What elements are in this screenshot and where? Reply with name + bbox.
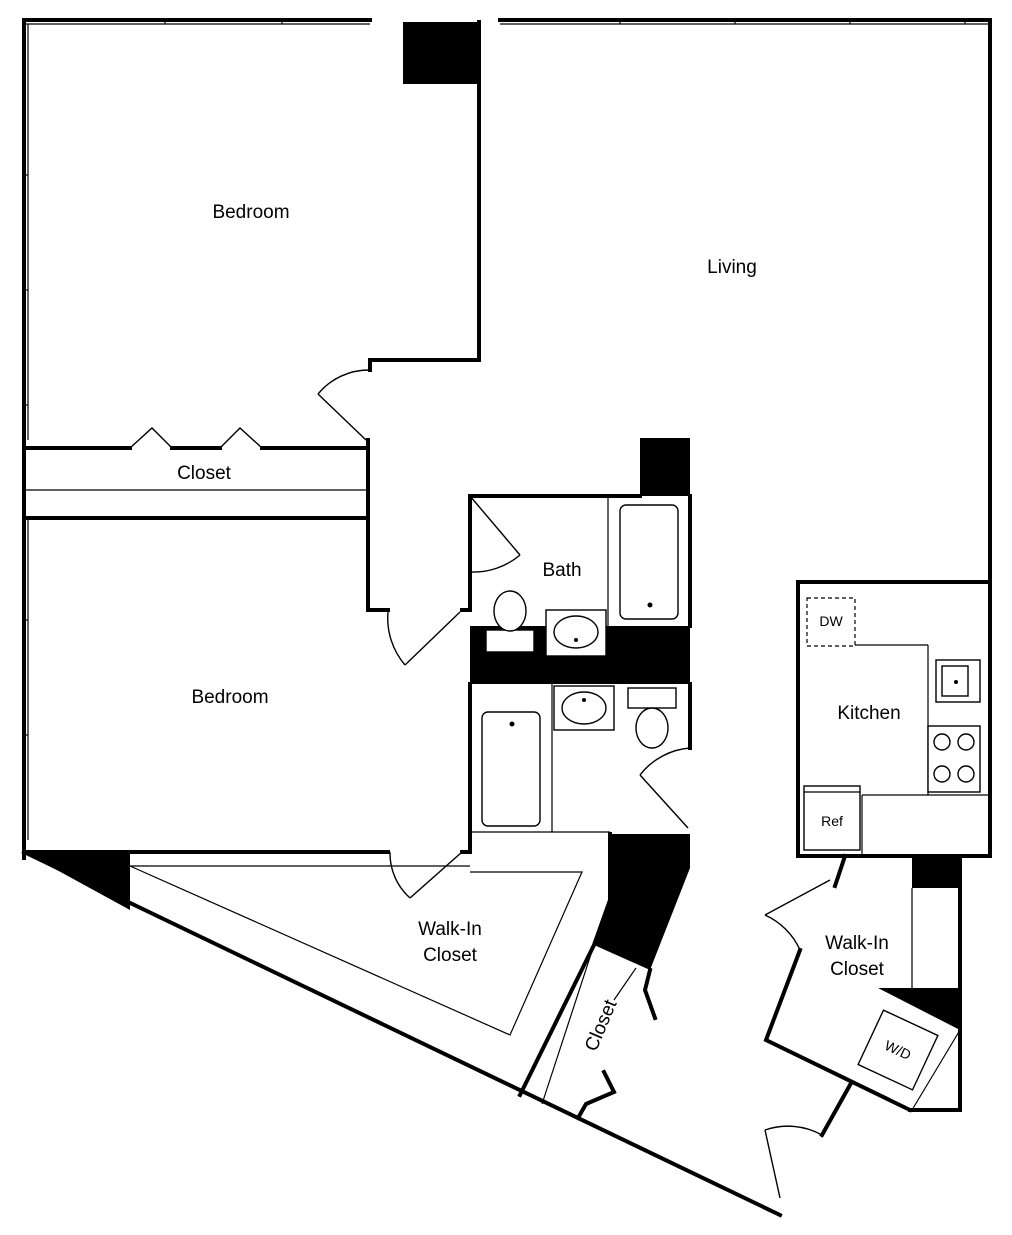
room-label-bath: Bath [542,560,581,581]
sink-1 [545,609,607,657]
kitchen-sink [935,659,981,703]
room-label-kitchen: Kitchen [837,703,900,724]
bathtub-2 [481,711,541,827]
refrigerator: Ref [803,785,861,851]
doors [129,369,831,1199]
room-label-bedroom-2: Bedroom [191,687,268,708]
room-label-bedroom-1: Bedroom [212,202,289,223]
exterior-walls [21,18,992,1218]
room-label-walkin-2-line2: Closet [830,959,885,980]
toilet-1 [485,590,535,653]
toilet-2 [627,687,677,749]
stove [927,725,981,793]
washer-dryer: W/D [857,1009,939,1091]
sink-2 [553,685,615,731]
room-label-walkin-1-line2: Closet [423,945,478,966]
dishwasher: DW [806,597,856,647]
window-markers [22,18,990,840]
room-label-closet-1: Closet [177,463,232,484]
room-label-closet-2: Closet [581,996,622,1054]
structural-columns [24,22,960,1030]
dishwasher-label: DW [819,613,843,629]
room-label-living: Living [707,257,757,278]
room-label-walkin-2-line1: Walk-In [825,933,889,954]
room-label-walkin-1-line1: Walk-In [418,919,482,940]
refrigerator-label: Ref [821,813,843,829]
bathtub-1 [619,504,679,620]
